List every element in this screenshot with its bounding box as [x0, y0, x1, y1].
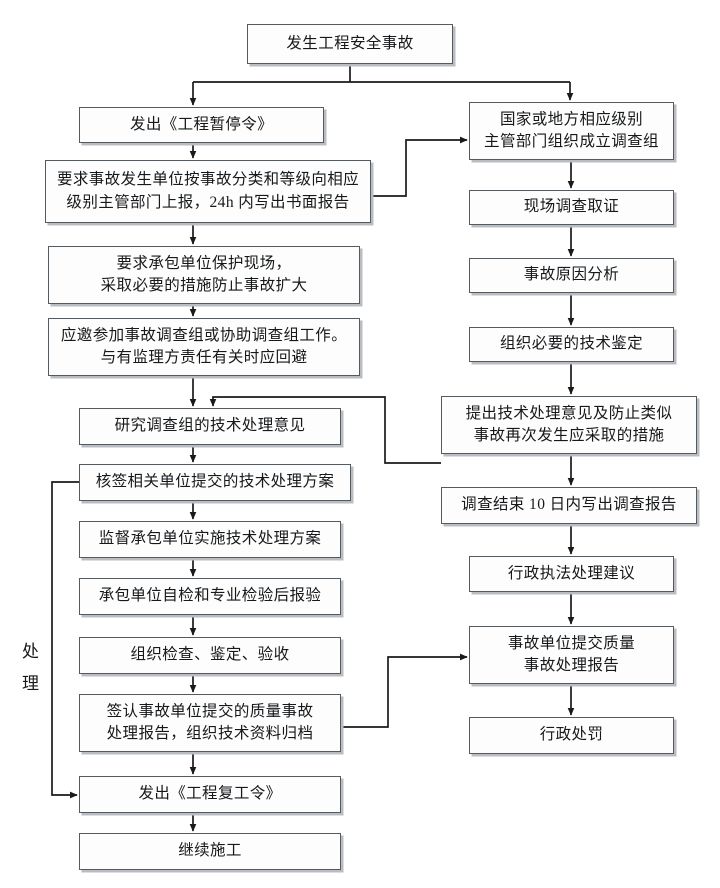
flow-node-label: 组织检查、鉴定、验收 — [130, 646, 290, 664]
flow-node-label: 事故原因分析 — [523, 266, 620, 284]
process-side-label: 处理 — [22, 642, 40, 694]
connector-signoff-to-unit-report — [341, 653, 468, 728]
flow-node-n16[interactable]: 事故原因分析 — [469, 258, 674, 293]
flow-node-n10[interactable]: 组织检查、鉴定、验收 — [79, 637, 341, 674]
flow-node-n8[interactable]: 监督承包单位实施技术处理方案 — [79, 521, 341, 558]
connector-report-to-right-column — [371, 136, 468, 197]
flow-node-n4[interactable]: 要求承包单位保护现场， 采取必要的措施防止事故扩大 — [48, 246, 360, 304]
flow-node-n6[interactable]: 研究调查组的技术处理意见 — [79, 408, 341, 445]
flow-node-n22[interactable]: 行政处罚 — [469, 717, 674, 754]
flow-node-n17[interactable]: 组织必要的技术鉴定 — [469, 327, 674, 362]
flow-node-label: 发出《工程复工令》 — [138, 785, 282, 803]
flow-node-n20[interactable]: 行政执法处理建议 — [469, 556, 674, 592]
flow-node-n9[interactable]: 承包单位自检和专业检验后报验 — [79, 578, 341, 615]
flow-node-label: 组织必要的技术鉴定 — [499, 335, 644, 353]
flow-node-label: 研究调查组的技术处理意见 — [114, 417, 306, 435]
flow-node-label: 提出技术处理意见及防止类似 事故再次发生应采取的措施 — [465, 404, 673, 444]
flow-node-n2[interactable]: 发出《工程暂停令》 — [79, 107, 324, 143]
flow-node-label: 现场调查取证 — [523, 198, 620, 216]
flow-node-n5[interactable]: 应邀参加事故调查组或协助调查组工作。 与有监理方责任有关时应回避 — [48, 318, 360, 376]
flow-node-label: 要求承包单位保护现场， 采取必要的措施防止事故扩大 — [100, 254, 308, 294]
flow-node-label: 行政处罚 — [539, 726, 604, 744]
flow-node-n3[interactable]: 要求事故发生单位按事故分类和等级向相应 级别主管部门上报，24h 内写出书面报告 — [45, 160, 371, 223]
flow-node-n7[interactable]: 核签相关单位提交的技术处理方案 — [79, 464, 351, 501]
flow-node-n21[interactable]: 事故单位提交质量 事故处理报告 — [469, 626, 674, 684]
flow-node-label: 行政执法处理建议 — [507, 564, 636, 582]
flow-node-label: 承包单位自检和专业检验后报验 — [98, 587, 322, 605]
connector-countersign-loop-to-resume — [51, 481, 79, 799]
flow-node-n15[interactable]: 现场调查取证 — [469, 190, 674, 225]
flow-node-n13[interactable]: 继续施工 — [79, 833, 341, 870]
flow-node-label: 继续施工 — [178, 842, 242, 860]
flow-node-n14[interactable]: 国家或地方相应级别 主管部门组织成立调查组 — [469, 102, 674, 160]
flow-node-label: 签认事故单位提交的质量事故 处理报告，组织技术资料归档 — [106, 702, 314, 742]
flow-node-n19[interactable]: 调查结束 10 日内写出调查报告 — [441, 487, 697, 524]
flow-node-n18[interactable]: 提出技术处理意见及防止类似 事故再次发生应采取的措施 — [441, 396, 697, 454]
flow-node-label: 事故单位提交质量 事故处理报告 — [507, 634, 636, 674]
flow-node-n1[interactable]: 发生工程安全事故 — [247, 24, 453, 64]
flow-node-label: 要求事故发生单位按事故分类和等级向相应 级别主管部门上报，24h 内写出书面报告 — [56, 171, 360, 211]
flow-node-label: 国家或地方相应级别 主管部门组织成立调查组 — [484, 110, 659, 150]
flow-node-label: 发生工程安全事故 — [286, 34, 414, 52]
flow-node-label: 调查结束 10 日内写出调查报告 — [461, 496, 677, 514]
flow-node-label: 发出《工程暂停令》 — [129, 115, 274, 133]
flow-node-label: 监督承包单位实施技术处理方案 — [98, 530, 322, 548]
flow-node-n12[interactable]: 发出《工程复工令》 — [79, 776, 341, 813]
flow-node-n11[interactable]: 签认事故单位提交的质量事故 处理报告，组织技术资料归档 — [79, 694, 341, 752]
flow-node-label: 应邀参加事故调查组或协助调查组工作。 与有监理方责任有关时应回避 — [60, 326, 348, 366]
flow-node-label: 核签相关单位提交的技术处理方案 — [95, 473, 335, 491]
